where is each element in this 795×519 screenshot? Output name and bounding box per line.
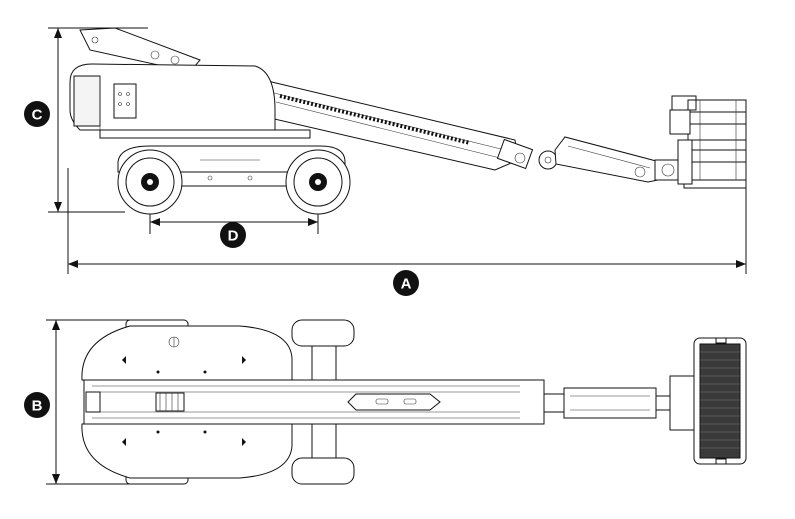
label-b-text: B — [32, 398, 43, 415]
side-front-wheel — [285, 149, 351, 215]
label-b: B — [24, 392, 50, 418]
top-platform — [669, 337, 747, 465]
label-c: C — [24, 101, 50, 127]
side-boom — [79, 27, 684, 183]
dimension-b-line — [46, 319, 138, 485]
label-d: D — [220, 222, 246, 248]
top-view — [46, 319, 747, 485]
label-d-text: D — [228, 228, 239, 245]
label-c-text: C — [32, 107, 43, 124]
boom-chain — [279, 94, 471, 145]
top-boom — [83, 379, 545, 425]
side-rear-wheel — [117, 149, 183, 215]
top-wheels — [125, 319, 355, 485]
side-platform-basket — [669, 95, 747, 189]
label-a-text: A — [401, 276, 412, 293]
top-jib — [543, 387, 671, 419]
side-turntable — [69, 63, 311, 139]
top-turntable — [81, 325, 293, 479]
dimension-c-line — [48, 27, 148, 213]
label-a: A — [393, 270, 419, 296]
side-view — [48, 27, 747, 274]
